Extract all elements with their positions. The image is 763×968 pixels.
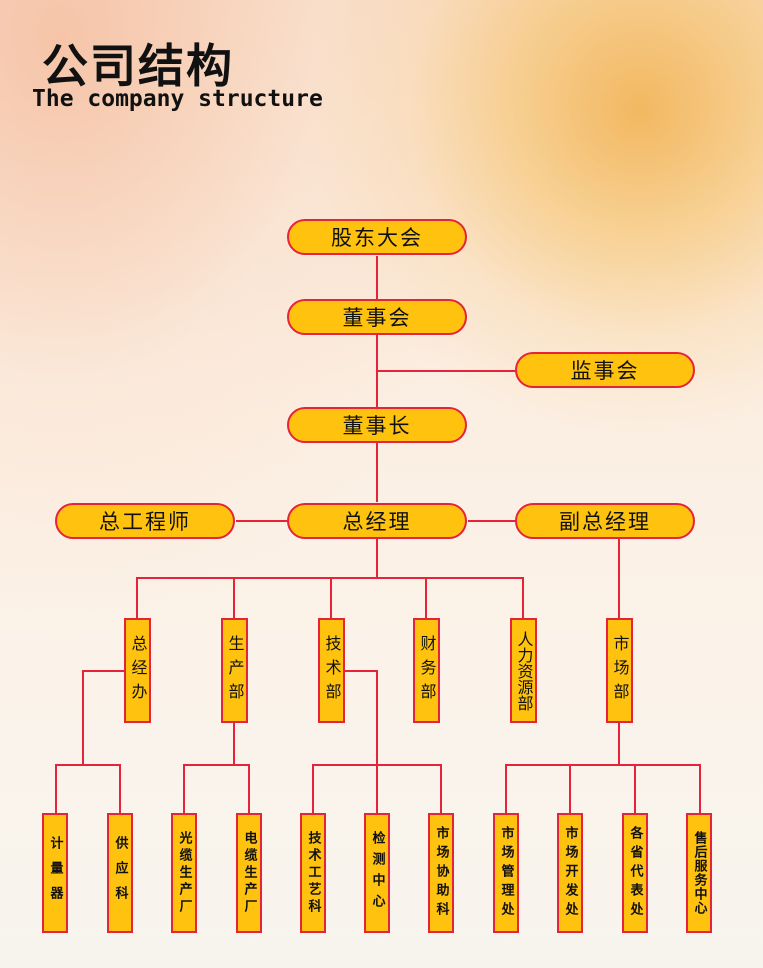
unit-supply: 供应科 (107, 813, 133, 933)
unit-label: 市场开发处 (562, 825, 578, 921)
dept-label: 技术部 (322, 634, 342, 707)
unit-label: 各省代表处 (627, 825, 643, 921)
unit-electric-cable-plant: 电缆生产厂 (236, 813, 262, 933)
connector (376, 539, 378, 579)
connector (343, 670, 377, 672)
unit-market-management: 市场管理处 (493, 813, 519, 933)
connector (136, 577, 138, 619)
unit-label: 市场管理处 (498, 825, 514, 921)
connector (312, 764, 442, 766)
dept-label: 市场部 (610, 634, 630, 707)
connector (136, 577, 523, 579)
connector (233, 577, 235, 619)
unit-label: 市场协助科 (433, 825, 449, 921)
connector (82, 670, 125, 672)
connector (82, 670, 84, 766)
connector (618, 722, 620, 765)
dept-production: 生产部 (221, 618, 248, 723)
connector (119, 764, 121, 814)
connector (569, 764, 571, 814)
unit-testing-center: 检测中心 (364, 813, 390, 933)
connector (236, 520, 288, 522)
dept-general-office: 总经办 (124, 618, 151, 723)
connector (505, 764, 507, 814)
dept-label: 生产部 (225, 634, 245, 707)
dept-marketing: 市场部 (606, 618, 633, 723)
connector (440, 764, 442, 814)
dept-label: 总经办 (128, 634, 148, 707)
connector (183, 764, 185, 814)
dept-human-resources: 人力资源部 (510, 618, 537, 723)
connector (468, 520, 516, 522)
node-board-of-directors: 董事会 (287, 299, 467, 335)
page-subtitle: The company structure (32, 86, 323, 112)
unit-label: 光缆生产厂 (176, 830, 192, 916)
unit-provincial-offices: 各省代表处 (622, 813, 648, 933)
connector (248, 764, 250, 814)
connector (233, 722, 235, 765)
connector (634, 764, 636, 814)
connector (425, 577, 427, 619)
connector (522, 577, 524, 619)
page-title: 公司结构 (42, 39, 234, 93)
dept-label: 财务部 (417, 634, 437, 707)
connector (376, 256, 378, 502)
node-chief-engineer: 总工程师 (55, 503, 235, 539)
connector (183, 764, 250, 766)
unit-metering: 计量器 (42, 813, 68, 933)
unit-optical-cable-plant: 光缆生产厂 (171, 813, 197, 933)
connector (618, 539, 620, 619)
unit-after-sales-center: 售后服务中心 (686, 813, 712, 933)
unit-label: 供应科 (112, 835, 128, 911)
unit-label: 检测中心 (369, 831, 385, 915)
unit-label: 计量器 (47, 835, 63, 911)
unit-label: 技术工艺科 (305, 830, 321, 916)
connector (505, 764, 701, 766)
connector (312, 764, 314, 814)
unit-process-engineering: 技术工艺科 (300, 813, 326, 933)
node-general-manager: 总经理 (287, 503, 467, 539)
connector (377, 370, 515, 372)
connector (55, 764, 120, 766)
connector (55, 764, 57, 814)
connector (330, 577, 332, 619)
node-board-of-supervisors: 监事会 (515, 352, 695, 388)
unit-market-assistance: 市场协助科 (428, 813, 454, 933)
connector (699, 764, 701, 814)
node-chairman: 董事长 (287, 407, 467, 443)
node-shareholders-meeting: 股东大会 (287, 219, 467, 255)
unit-label: 电缆生产厂 (241, 830, 257, 916)
unit-label: 售后服务中心 (691, 831, 707, 915)
dept-finance: 财务部 (413, 618, 440, 723)
dept-label: 人力资源部 (514, 630, 534, 711)
unit-market-development: 市场开发处 (557, 813, 583, 933)
connector (376, 670, 378, 814)
dept-technology: 技术部 (318, 618, 345, 723)
node-deputy-general-manager: 副总经理 (515, 503, 695, 539)
